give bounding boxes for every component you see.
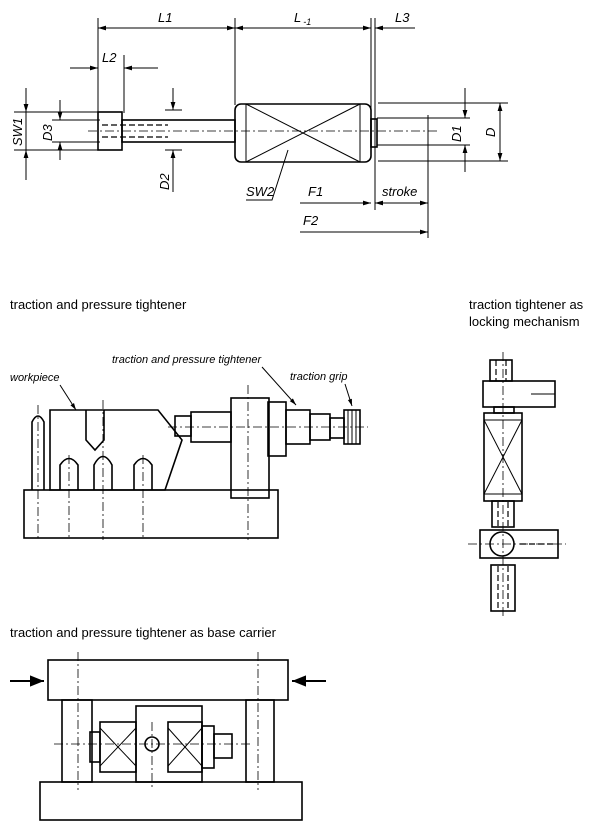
dimension-drawing: L1 L-1 L3 L2 SW1 D3 D2 D1 D SW2 F1 (10, 10, 508, 238)
dim-l: L-1 (294, 10, 311, 27)
dim-sw2: SW2 (246, 184, 275, 199)
caption-locking-line2: locking mechanism (469, 314, 580, 329)
dim-d1: D1 (449, 125, 464, 142)
dim-f1: F1 (308, 184, 323, 199)
label-tightener: traction and pressure tightener (112, 354, 263, 366)
dim-d3: D3 (40, 124, 55, 141)
dim-l2: L2 (102, 50, 117, 65)
label-workpiece: workpiece (10, 372, 60, 384)
dim-d: D (483, 128, 498, 137)
dim-sw1: SW1 (10, 118, 25, 146)
label-traction-grip: traction grip (290, 371, 347, 383)
dim-f2: F2 (303, 213, 319, 228)
caption-traction-pressure: traction and pressure tightener (10, 297, 187, 312)
dim-stroke: stroke (382, 184, 417, 199)
dim-d2: D2 (157, 173, 172, 190)
dim-l1: L1 (158, 10, 172, 25)
caption-locking-line1: traction tightener as (469, 297, 584, 312)
dim-l3: L3 (395, 10, 410, 25)
caption-base-carrier: traction and pressure tightener as base … (10, 625, 276, 640)
